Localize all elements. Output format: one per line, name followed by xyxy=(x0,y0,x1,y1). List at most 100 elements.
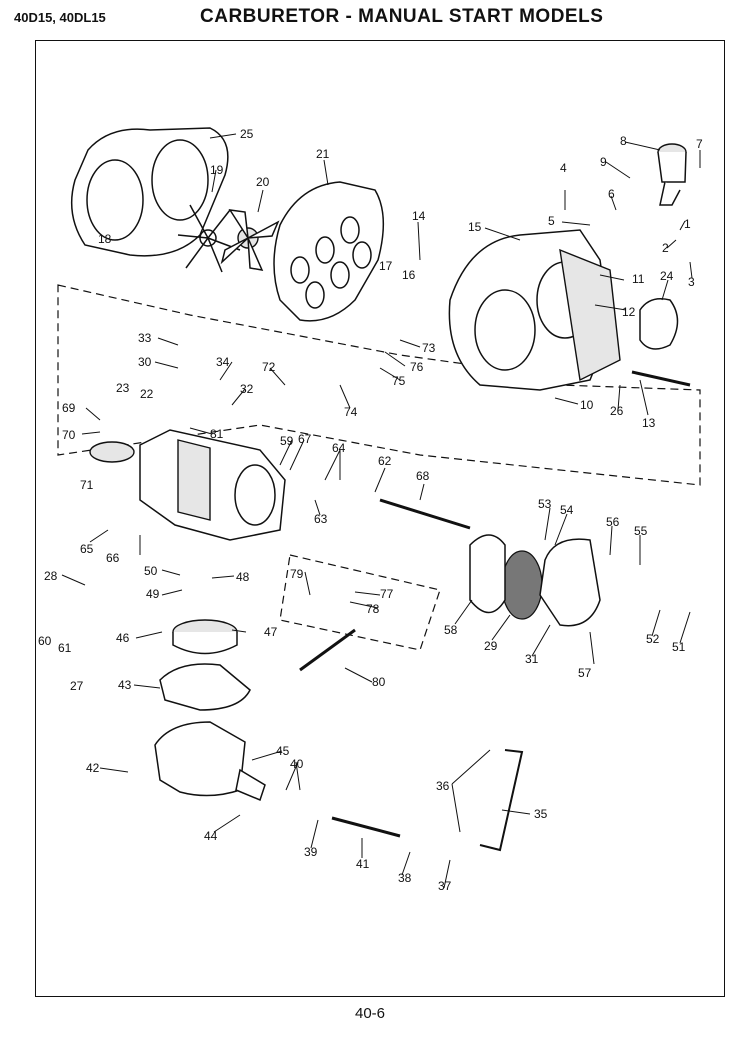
callout-63: 63 xyxy=(314,512,328,526)
linkage-boundary xyxy=(279,554,441,651)
callout-57: 57 xyxy=(578,666,592,680)
screw-long xyxy=(631,370,691,387)
callout-72: 72 xyxy=(262,360,276,374)
callout-60: 60 xyxy=(38,634,52,648)
callout-31: 31 xyxy=(525,652,539,666)
callout-29: 29 xyxy=(484,639,498,653)
callout-37: 37 xyxy=(438,879,452,893)
needle-shaft xyxy=(379,498,471,530)
callout-14: 14 xyxy=(412,209,426,223)
callout-78: 78 xyxy=(366,602,380,616)
callout-25: 25 xyxy=(240,127,254,141)
callout-5: 5 xyxy=(548,214,555,228)
callout-51: 51 xyxy=(672,640,686,654)
callout-labels: 1 2 3 4 5 6 7 8 9 10 11 12 13 14 15 16 1… xyxy=(38,127,703,893)
cover-plate xyxy=(89,441,135,463)
callout-3: 3 xyxy=(688,275,695,289)
intake-manifold xyxy=(448,229,621,391)
reed-stop xyxy=(220,209,280,271)
callout-67: 67 xyxy=(298,432,312,446)
callout-64: 64 xyxy=(332,441,346,455)
page-number: 40-6 xyxy=(355,1005,386,1022)
callout-47: 47 xyxy=(264,625,278,639)
callout-8: 8 xyxy=(620,134,627,148)
callout-35: 35 xyxy=(534,807,548,821)
throttle-link-rod xyxy=(479,749,524,852)
callout-70: 70 xyxy=(62,428,76,442)
callout-52: 52 xyxy=(646,632,660,646)
callout-40: 40 xyxy=(290,757,304,771)
callout-23: 23 xyxy=(116,381,130,395)
callout-54: 54 xyxy=(560,503,574,517)
callout-13: 13 xyxy=(642,416,656,430)
callout-55: 55 xyxy=(634,524,648,538)
callout-16: 16 xyxy=(402,268,416,282)
filter-screen xyxy=(501,550,543,620)
carburetor-body xyxy=(139,429,286,541)
callout-48: 48 xyxy=(236,570,250,584)
callout-2: 2 xyxy=(662,241,669,255)
callout-45: 45 xyxy=(276,744,290,758)
callout-49: 49 xyxy=(146,587,160,601)
callout-73: 73 xyxy=(422,341,436,355)
callout-4: 4 xyxy=(560,161,567,175)
callout-50: 50 xyxy=(144,564,158,578)
callout-74: 74 xyxy=(344,405,358,419)
choke-knob xyxy=(657,143,687,206)
callout-75: 75 xyxy=(392,374,406,388)
callout-20: 20 xyxy=(256,175,270,189)
callout-30: 30 xyxy=(138,355,152,369)
callout-53: 53 xyxy=(538,497,552,511)
callout-39: 39 xyxy=(304,845,318,859)
callout-17: 17 xyxy=(379,259,393,273)
callout-24: 24 xyxy=(660,269,674,283)
callout-69: 69 xyxy=(62,401,76,415)
callout-43: 43 xyxy=(118,678,132,692)
callout-59: 59 xyxy=(280,434,294,448)
callout-7: 7 xyxy=(696,137,703,151)
callout-6: 6 xyxy=(608,187,615,201)
callout-65: 65 xyxy=(80,542,94,556)
model-numbers: 40D15, 40DL15 xyxy=(14,10,106,25)
callout-1: 1 xyxy=(684,217,691,231)
callout-11: 11 xyxy=(632,272,645,286)
gasket-outer xyxy=(70,127,229,257)
gasket-small xyxy=(639,298,679,350)
callout-33: 33 xyxy=(138,331,152,345)
callout-32: 32 xyxy=(240,382,254,396)
reed-petal xyxy=(177,204,241,273)
callout-22: 22 xyxy=(140,387,154,401)
callout-15: 15 xyxy=(468,220,482,234)
callout-58: 58 xyxy=(444,623,458,637)
diaphragm-gasket xyxy=(469,534,506,614)
callout-42: 42 xyxy=(86,761,100,775)
callout-46: 46 xyxy=(116,631,130,645)
callout-62: 62 xyxy=(378,454,392,468)
float xyxy=(172,619,238,655)
callout-41: 41 xyxy=(356,857,370,871)
callout-81: 81 xyxy=(210,427,224,441)
pump-cover xyxy=(539,538,601,627)
callout-19: 19 xyxy=(210,163,224,177)
callout-56: 56 xyxy=(606,515,620,529)
callout-61: 61 xyxy=(58,641,72,655)
callout-34: 34 xyxy=(216,355,230,369)
callout-28: 28 xyxy=(44,569,58,583)
callout-38: 38 xyxy=(398,871,412,885)
callout-68: 68 xyxy=(416,469,430,483)
main-jet-needle xyxy=(331,816,401,838)
callout-76: 76 xyxy=(410,360,424,374)
callout-80: 80 xyxy=(372,675,386,689)
callout-10: 10 xyxy=(580,398,594,412)
callout-71: 71 xyxy=(80,478,94,492)
callout-26: 26 xyxy=(610,404,624,418)
throttle-shaft xyxy=(299,628,356,672)
callout-66: 66 xyxy=(106,551,120,565)
bowl-gasket xyxy=(159,663,251,711)
callout-27: 27 xyxy=(70,679,84,693)
leader-lines xyxy=(61,133,701,889)
callout-36: 36 xyxy=(436,779,450,793)
callout-9: 9 xyxy=(600,155,607,169)
diagram-frame xyxy=(35,40,725,997)
